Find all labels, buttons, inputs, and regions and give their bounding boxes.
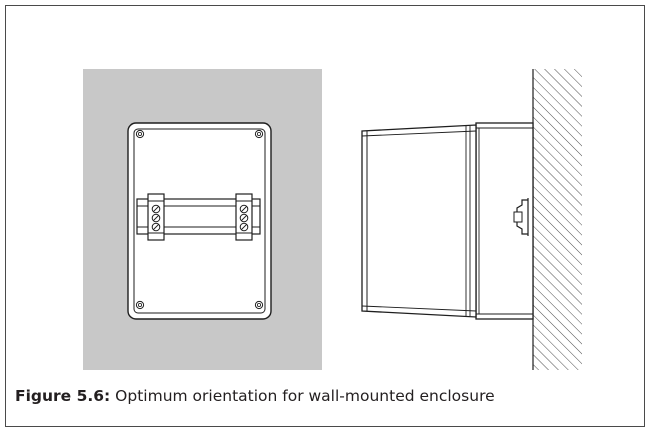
- screw-terminal-icon: [239, 222, 249, 232]
- terminal-block-left: [147, 193, 165, 241]
- screw-terminal-icon: [151, 213, 161, 223]
- enclosure-inner-rim: [133, 128, 266, 314]
- figure-number: Figure 5.6:: [15, 387, 111, 405]
- din-rail-clip-icon: [513, 198, 529, 236]
- figure-caption-text: Optimum orientation for wall-mounted enc…: [110, 387, 495, 405]
- enclosure-cover: [361, 124, 477, 318]
- screw-terminal-icon: [239, 204, 249, 214]
- figure-caption: Figure 5.6: Optimum orientation for wall…: [15, 387, 495, 405]
- corner-screw-icon: [254, 300, 264, 310]
- corner-screw-icon: [254, 129, 264, 139]
- front-view: [83, 69, 322, 370]
- side-view: [361, 69, 582, 370]
- hatched-wall-icon: [533, 69, 582, 370]
- corner-screw-icon: [135, 300, 145, 310]
- screw-terminal-icon: [151, 222, 161, 232]
- corner-screw-icon: [135, 129, 145, 139]
- figure-frame: [5, 5, 645, 427]
- terminal-block-right: [235, 193, 253, 241]
- screw-terminal-icon: [151, 204, 161, 214]
- enclosure-base: [475, 122, 534, 320]
- screw-terminal-icon: [239, 213, 249, 223]
